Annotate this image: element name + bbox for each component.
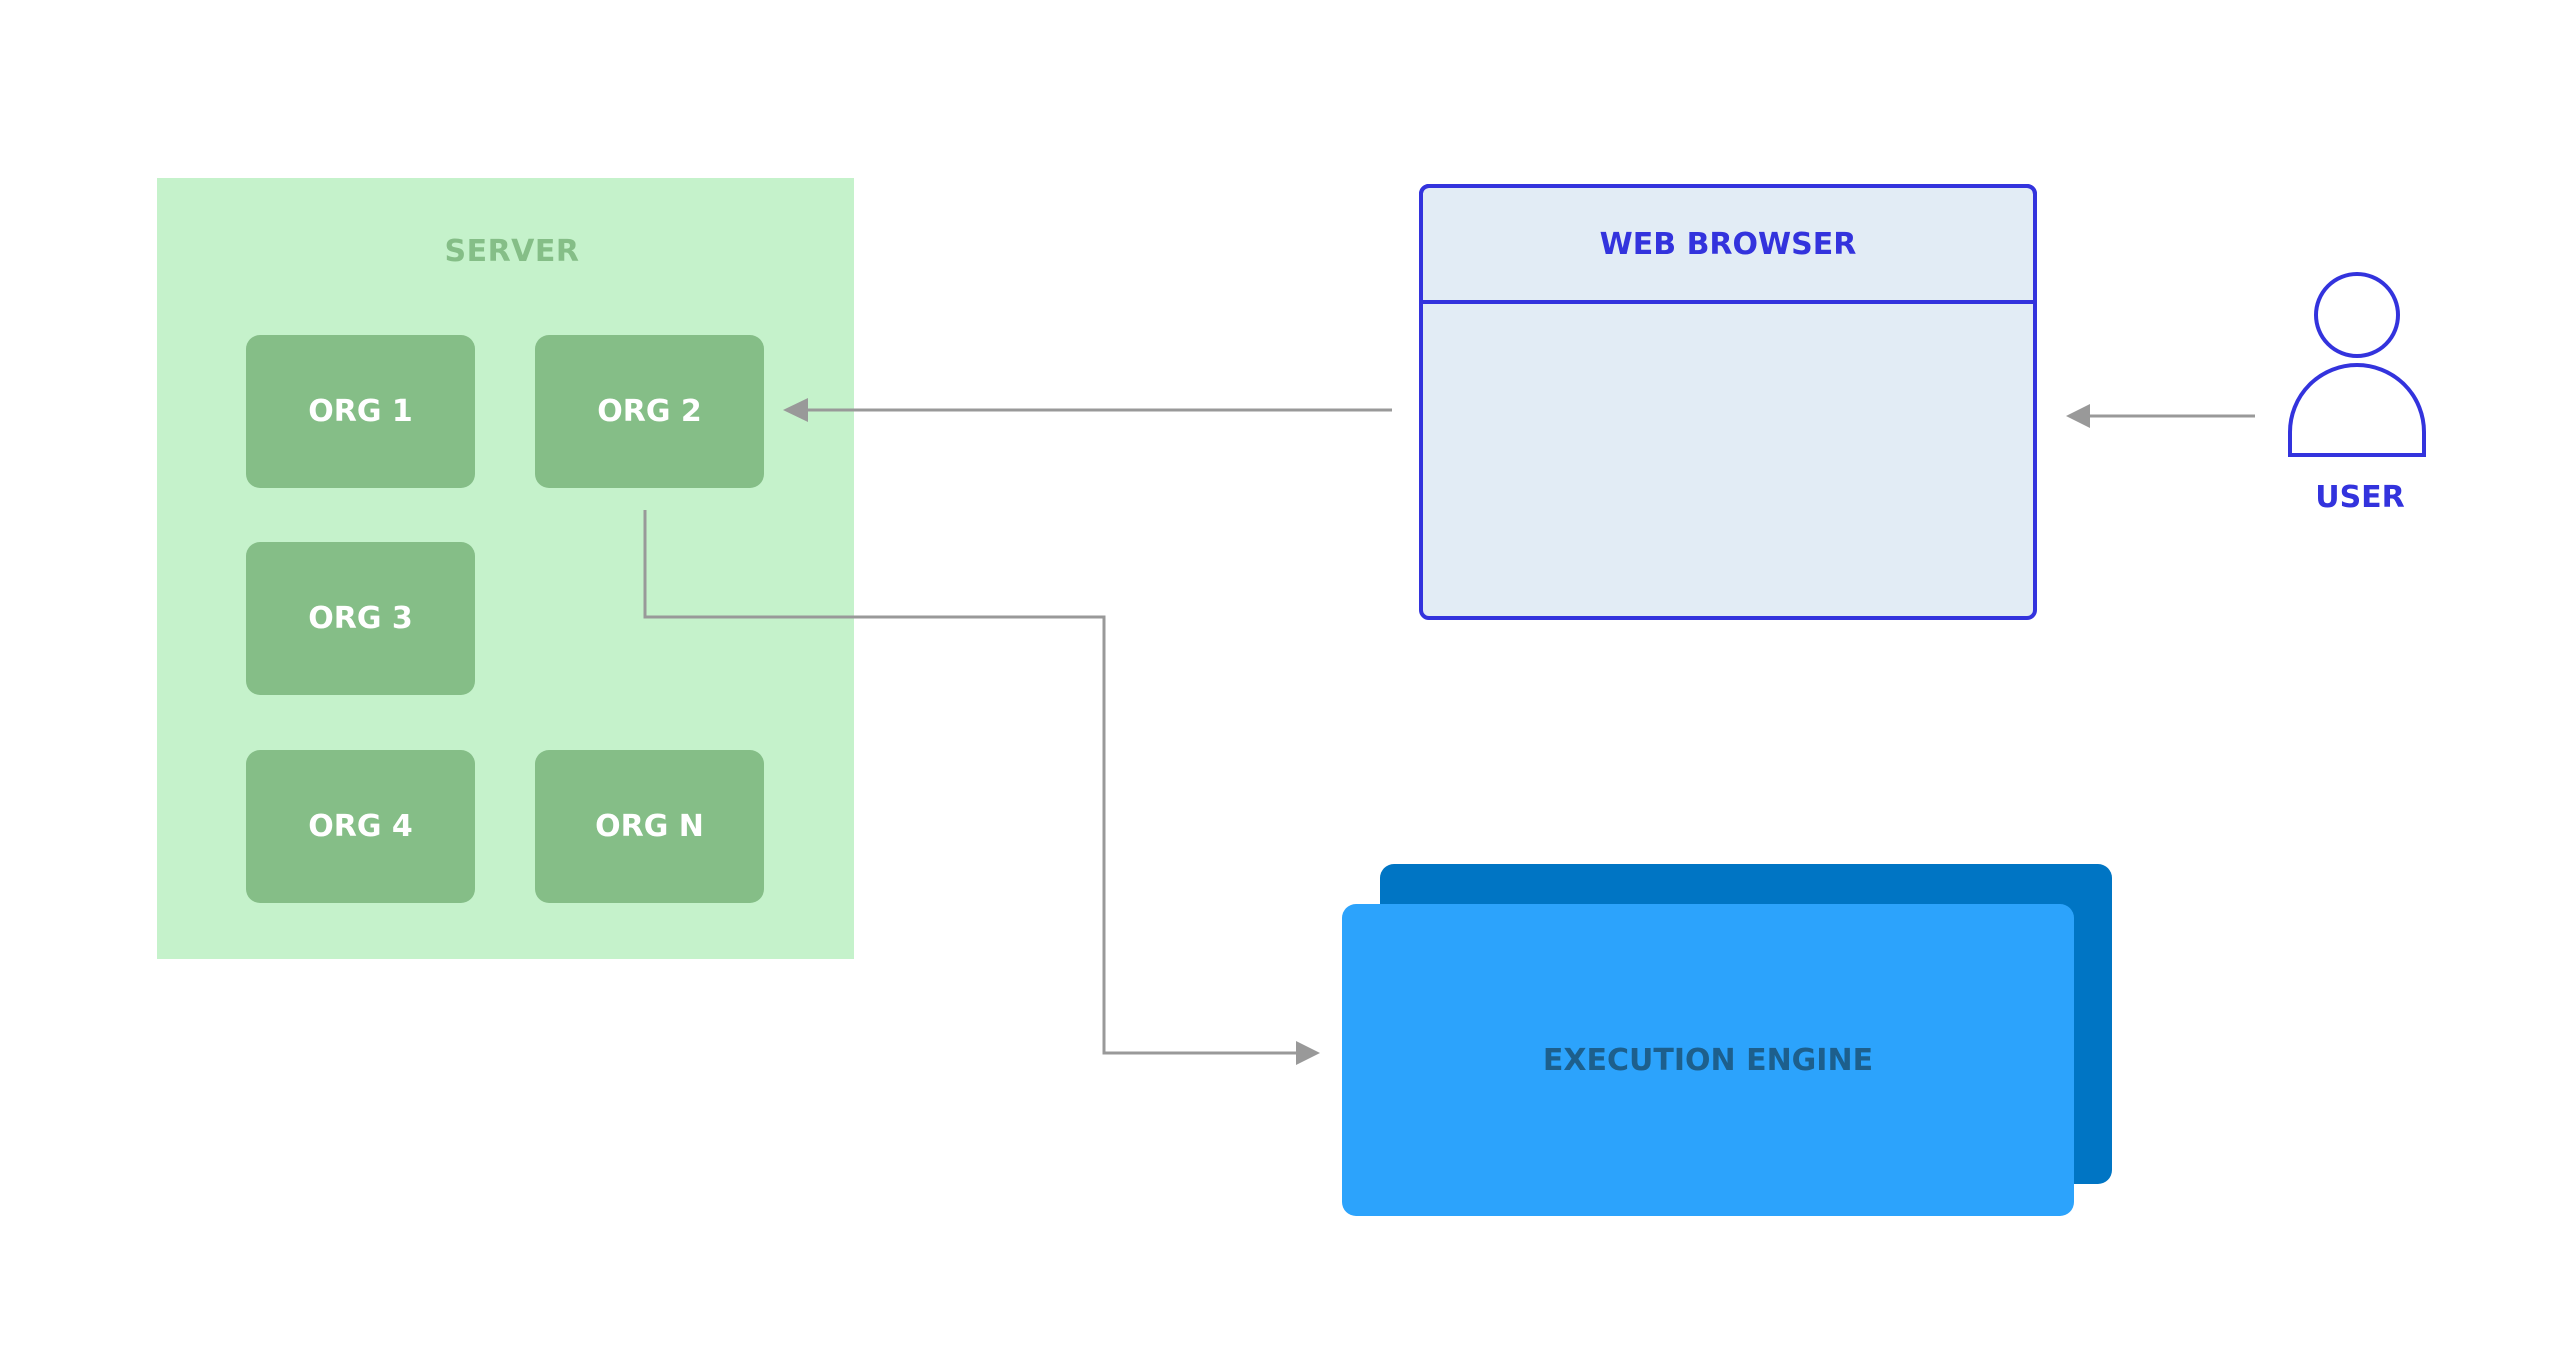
web-browser-window[interactable] — [1419, 184, 2037, 620]
org2-to-engine-arrow — [643, 510, 1320, 1065]
org-n-box[interactable]: ORG N — [535, 750, 764, 903]
browser-to-org2-arrow — [783, 398, 1392, 422]
org-4-box[interactable]: ORG 4 — [246, 750, 475, 903]
person-icon — [2288, 272, 2426, 457]
org-2-box[interactable]: ORG 2 — [535, 335, 764, 488]
org-3-box[interactable]: ORG 3 — [246, 542, 475, 695]
user-label: USER — [2315, 480, 2405, 515]
web-browser-title: WEB BROWSER — [1419, 184, 2037, 304]
execution-engine-box[interactable]: EXECUTION ENGINE — [1342, 904, 2074, 1216]
org-1-box[interactable]: ORG 1 — [246, 335, 475, 488]
server-title: SERVER — [444, 234, 580, 269]
user-to-browser-arrow — [2066, 404, 2255, 428]
